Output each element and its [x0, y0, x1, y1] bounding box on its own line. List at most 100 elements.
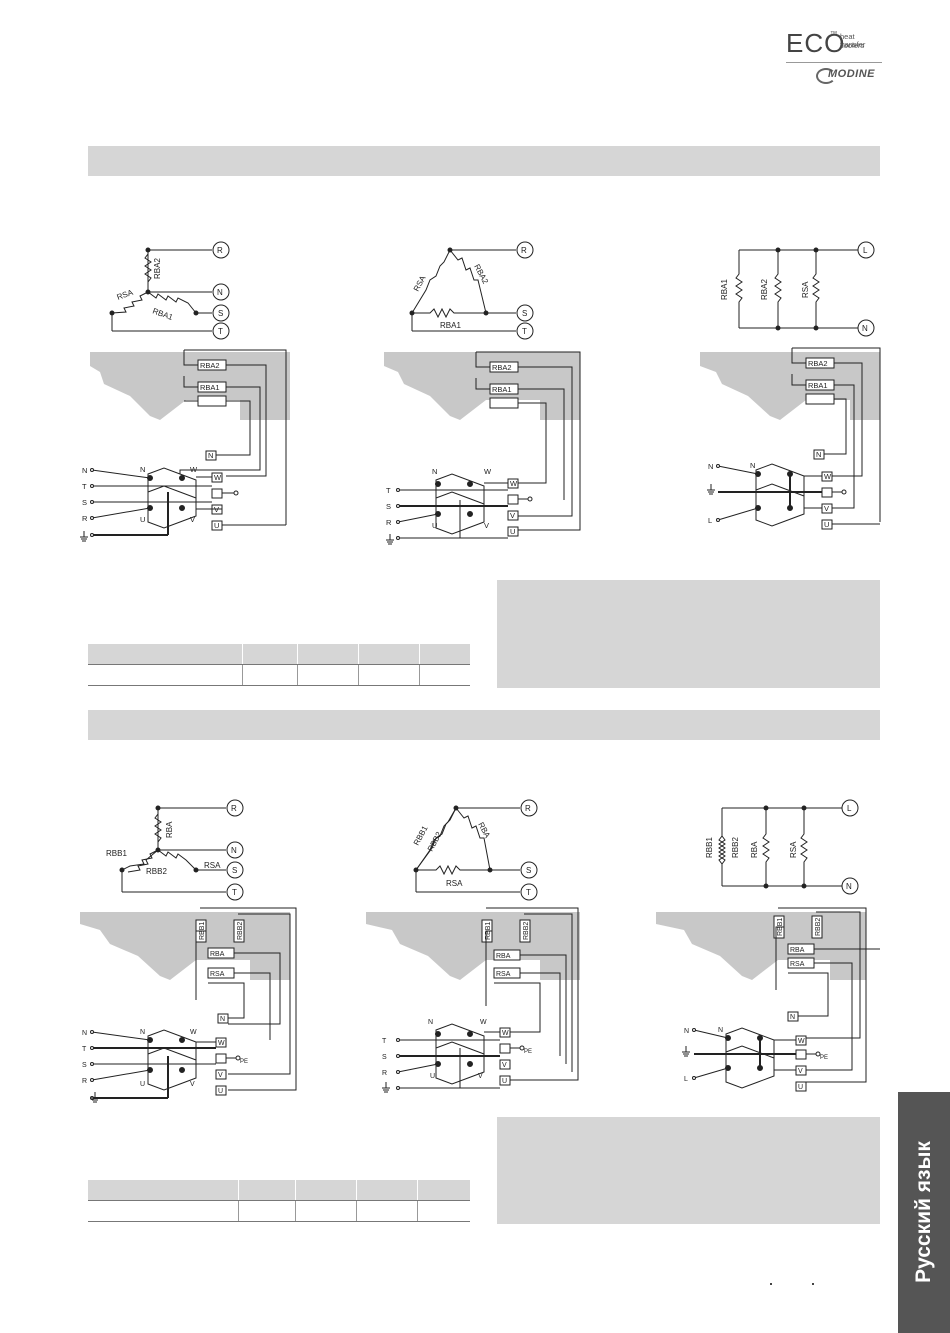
section-band-2 [88, 710, 880, 740]
strip-U-2b: U [502, 1078, 507, 1085]
line-R-1a: R [82, 514, 88, 523]
block-N-1a: N [140, 465, 145, 474]
cooler-body-1b [384, 352, 580, 420]
language-tab [898, 1092, 950, 1333]
block-W-2a: W [190, 1029, 197, 1036]
parallel1-res-RBA2: RBA2 [760, 279, 769, 300]
block-V-1a: V [190, 515, 195, 524]
block-W-1b: W [484, 467, 492, 476]
star2-terminal-R: R [231, 804, 237, 813]
strip-V-2a: V [218, 1072, 223, 1079]
box-RSA-2a: RSA [210, 971, 225, 978]
box-RBB2-2a: RBB2 [237, 922, 244, 940]
block-W-1a: W [190, 465, 198, 474]
block-N-2a: N [140, 1029, 145, 1036]
strip-V-1b: V [510, 511, 515, 520]
delta1-terminal-T: T [522, 327, 527, 336]
section-band-1 [88, 146, 880, 176]
spec-table-1 [88, 644, 470, 686]
box-RBA1-1b: RBA1 [492, 385, 512, 394]
strip-W-2b: W [502, 1030, 509, 1037]
delta2-terminal-T: T [526, 888, 531, 897]
box-RBB2-2c: RBB2 [815, 918, 822, 936]
box-RBA-2b: RBA [496, 953, 511, 960]
star2-res-RBB2: RBB2 [146, 867, 167, 876]
strip-W-2c: W [798, 1038, 805, 1045]
parallel1-res-RSA: RSA [801, 281, 810, 298]
cooler-body-2a [80, 912, 290, 980]
parallel-schematic-2 [718, 799, 859, 895]
line-R-2a: R [82, 1078, 87, 1085]
logo-divider [786, 62, 882, 63]
cooler-body-2c [656, 912, 866, 980]
pe-label-2b: PE [524, 1049, 532, 1055]
strip-U-2c: U [798, 1084, 803, 1091]
strip-V-1a: V [214, 505, 219, 514]
line-T-1b: T [386, 486, 391, 495]
star2-terminal-S: S [232, 866, 237, 875]
delta2-res-RBB2: RBB2 [426, 830, 444, 853]
wiring-1a [90, 349, 287, 537]
box-RBB2-2b: RBB2 [523, 922, 530, 940]
line-L-1c: L [708, 516, 712, 525]
line-N-2a: N [82, 1030, 87, 1037]
strip-W-2a: W [218, 1040, 225, 1047]
block-N-1b: N [432, 467, 437, 476]
line-T-2a: T [82, 1046, 87, 1053]
cooler-body-2b [366, 912, 580, 980]
line-T-1a: T [82, 482, 87, 491]
line-S-2a: S [82, 1062, 87, 1069]
line-N-1c: N [708, 462, 713, 471]
parallel1-res-RBA1: RBA1 [720, 279, 729, 300]
box-RBB1-2b: RBB1 [485, 922, 492, 940]
strip-N-2c: N [790, 1014, 795, 1021]
strip-V-2c: V [798, 1068, 803, 1075]
strip-N-2a: N [220, 1016, 225, 1023]
wiring-1c [716, 347, 881, 530]
line-N-2c: N [684, 1028, 689, 1035]
modine-swoosh-icon [816, 68, 836, 84]
delta2-res-RBA: RBA [476, 821, 492, 840]
strip-U-1a: U [214, 521, 219, 530]
line-S-2b: S [382, 1054, 387, 1061]
cooler-body-1a [90, 352, 290, 420]
block-V-1b: V [484, 521, 489, 530]
strip-W-1a: W [214, 473, 222, 482]
ground-icon [382, 1082, 390, 1093]
delta-schematic-1 [409, 241, 534, 340]
parallel2-res-RBB2: RBB2 [731, 837, 740, 858]
strip-V-2b: V [502, 1062, 507, 1069]
language-tab-label: Русский язык [912, 1141, 935, 1283]
modine-brand: MODINE [828, 68, 875, 80]
star2-res-RSA: RSA [204, 861, 221, 870]
strip-N-1a: N [208, 451, 213, 460]
block-N-2c: N [718, 1027, 723, 1034]
logo-line2: coolers [840, 41, 865, 50]
logo-eco-text: ECO [786, 28, 846, 58]
box-RBB1-2a: RBB1 [199, 922, 206, 940]
delta1-res-RBA1: RBA1 [440, 321, 461, 330]
wiring-2c [692, 907, 880, 1092]
wiring-2b [396, 907, 579, 1090]
parallel1-terminal-L: L [863, 246, 868, 255]
wiring-1b [396, 351, 581, 540]
block-W-2b: W [480, 1019, 487, 1026]
delta1-terminal-S: S [522, 309, 527, 318]
star2-terminal-N: N [231, 846, 237, 855]
box-RBA-2a: RBA [210, 951, 225, 958]
box-RBA-2c: RBA [790, 947, 805, 954]
footer-mark [812, 1283, 814, 1285]
star1-terminal-S: S [218, 309, 223, 318]
note-box-2 [497, 1117, 880, 1224]
ground-icon [80, 531, 88, 542]
star-schematic-2 [119, 799, 244, 901]
star-schematic-1 [109, 241, 230, 340]
cooler-body-1c [700, 352, 880, 420]
strip-U-1c: U [824, 520, 829, 529]
parallel-schematic-1 [735, 241, 875, 337]
ground-icon [386, 534, 394, 545]
delta2-res-RBB1: RBB1 [412, 824, 430, 847]
box-RSA-2b: RSA [496, 971, 511, 978]
star2-res-RBA: RBA [165, 821, 174, 838]
ground-icon [707, 484, 715, 495]
